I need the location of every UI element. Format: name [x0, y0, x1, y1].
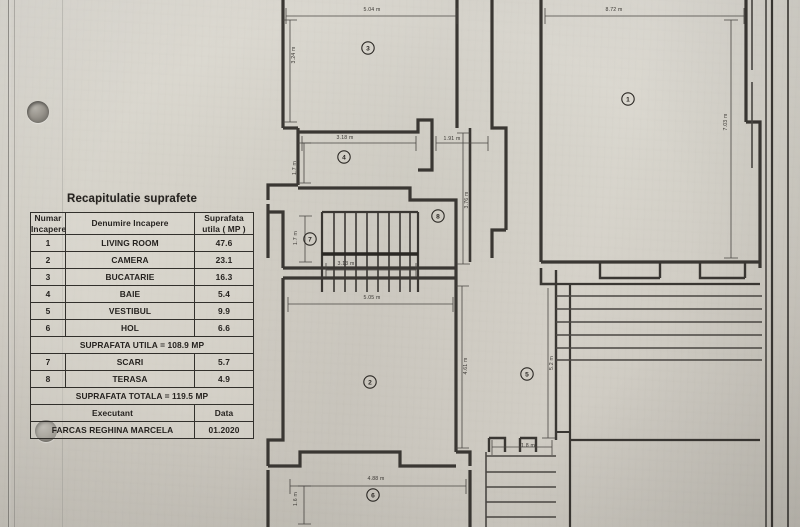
executant-label: Executant	[30, 404, 195, 422]
dimension-label: 5.2 m	[549, 356, 555, 370]
executant-name: FARCAS REGHINA MARCELA	[30, 421, 195, 439]
date-value: 01.2020	[194, 421, 254, 439]
dimension-label: 1.8 m	[521, 443, 535, 449]
room-marker-label: 2	[368, 379, 372, 386]
table-row: SUPRAFATA TOTALA = 119.5 MP	[30, 387, 254, 405]
room-marker-circle	[363, 375, 377, 389]
room-marker-label: 4	[342, 154, 346, 161]
area-summary-table: Numar Incapere Denumire Incapere Suprafa…	[30, 212, 254, 439]
room-area-cell: 47.6	[194, 234, 254, 252]
room-marker-circle	[431, 209, 445, 223]
room-number-cell: 2	[30, 251, 66, 269]
date-label: Data	[194, 404, 254, 422]
total-area-row: SUPRAFATA TOTALA = 119.5 MP	[30, 387, 254, 405]
dimension-label: 3.24 m	[291, 46, 297, 63]
table-row: SUPRAFATA UTILA = 108.9 MP	[30, 336, 254, 354]
dimension-label: 1.6 m	[293, 492, 299, 506]
dimension-label: 5.04 m	[363, 7, 380, 13]
room-area-cell: 9.9	[194, 302, 254, 320]
room-marker-circle	[361, 41, 375, 55]
room-number-cell: 4	[30, 285, 66, 303]
room-marker-label: 5	[525, 371, 529, 378]
dimension-label: 3.76 m	[464, 191, 470, 208]
room-marker-label: 3	[366, 45, 370, 52]
room-name-cell: VESTIBUL	[65, 302, 195, 320]
room-marker-label: 6	[371, 492, 375, 499]
dimension-label: 7.03 m	[723, 113, 729, 130]
room-name-cell: CAMERA	[65, 251, 195, 269]
dimension-label: 4.61 m	[463, 357, 469, 374]
header-name: Denumire Incapere	[65, 212, 195, 235]
dimension-label: 3.13 m	[337, 261, 354, 267]
room-marker-circle	[366, 488, 380, 502]
room-marker-label: 1	[626, 96, 630, 103]
dimension-label: 4.88 m	[367, 476, 384, 482]
legend-title: Recapitulatie suprafete	[67, 193, 197, 205]
dimension-label: 1.7 m	[293, 231, 299, 245]
room-marker-label: 8	[436, 213, 440, 220]
room-number-cell: 8	[30, 370, 66, 388]
dimension-label: 3.18 m	[336, 135, 353, 141]
hole-punch	[27, 101, 49, 123]
dimension-label: 1.7 m	[292, 161, 298, 175]
room-area-cell: 23.1	[194, 251, 254, 269]
room-marker-label: 7	[308, 236, 312, 243]
table-header-row: Numar Incapere Denumire Incapere Suprafa…	[30, 212, 254, 235]
room-number-cell: 5	[30, 302, 66, 320]
room-marker-circle	[520, 367, 534, 381]
room-number-cell: 7	[30, 353, 66, 371]
room-name-cell: SCARI	[65, 353, 195, 371]
room-number-cell: 1	[30, 234, 66, 252]
area-summary-legend: Recapitulatie suprafete Numar Incapere D…	[30, 193, 254, 439]
room-area-cell: 16.3	[194, 268, 254, 286]
room-number-cell: 6	[30, 319, 66, 337]
header-number: Numar Incapere	[30, 212, 67, 235]
header-area: Suprafata utila ( MP )	[194, 212, 254, 235]
room-name-cell: BUCATARIE	[65, 268, 195, 286]
dimension-label: 5.05 m	[363, 295, 380, 301]
room-marker-circle	[337, 150, 351, 164]
paper-fold-line	[8, 0, 9, 527]
room-area-cell: 4.9	[194, 370, 254, 388]
room-area-cell: 6.6	[194, 319, 254, 337]
room-area-cell: 5.7	[194, 353, 254, 371]
dimension-label: 8.72 m	[605, 7, 622, 13]
room-name-cell: LIVING ROOM	[65, 234, 195, 252]
room-marker-circle	[303, 232, 317, 246]
room-name-cell: TERASA	[65, 370, 195, 388]
room-number-cell: 3	[30, 268, 66, 286]
paper-fold-line	[14, 0, 15, 527]
dimension-label: 1.91 m	[443, 136, 460, 142]
room-name-cell: HOL	[65, 319, 195, 337]
usable-area-subtotal: SUPRAFATA UTILA = 108.9 MP	[30, 336, 254, 354]
room-name-cell: BAIE	[65, 285, 195, 303]
room-marker-circle	[621, 92, 635, 106]
room-area-cell: 5.4	[194, 285, 254, 303]
